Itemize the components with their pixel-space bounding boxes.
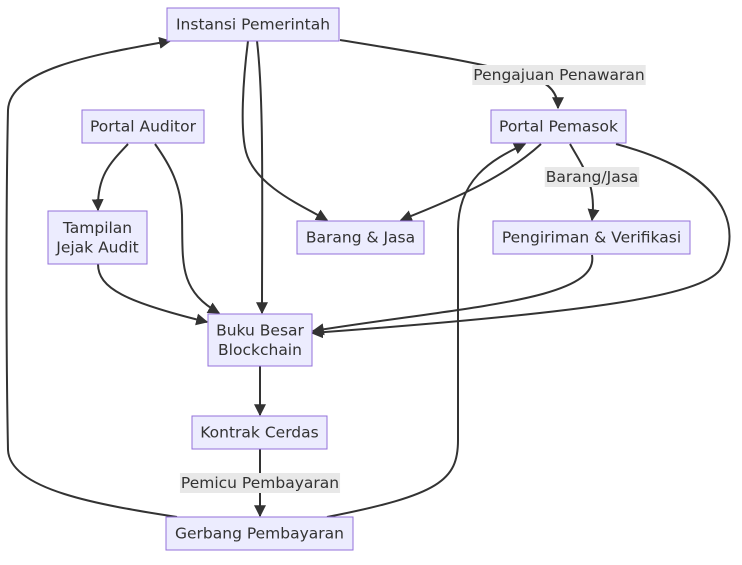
node-instansi: Instansi Pemerintah bbox=[166, 7, 340, 42]
node-box bbox=[81, 109, 205, 144]
node-kontrak: Kontrak Cerdas bbox=[191, 415, 328, 450]
edge-label-kontrak-to-gerbang: Pemicu Pembayaran bbox=[179, 473, 341, 493]
edge-instansi-to-buku bbox=[256, 40, 269, 315]
edge-line bbox=[241, 40, 329, 221]
edge-line bbox=[154, 143, 221, 314]
node-auditor: Portal Auditor bbox=[81, 109, 205, 144]
node-box bbox=[490, 109, 627, 144]
edge-kirim-to-buku bbox=[311, 254, 594, 336]
edge-line bbox=[91, 143, 129, 212]
edges-layer bbox=[5, 36, 731, 518]
node-label: Barang & Jasa bbox=[306, 229, 415, 247]
node-barang: Barang & Jasa bbox=[296, 220, 425, 255]
edge-label-text: Barang/Jasa bbox=[546, 168, 639, 186]
node-label: Jejak Audit bbox=[55, 238, 138, 256]
edge-line bbox=[97, 263, 209, 326]
edge-line bbox=[326, 143, 527, 518]
edge-auditor-to-jejak bbox=[91, 143, 129, 212]
edge-instansi-to-barang bbox=[241, 40, 329, 221]
edge-label-instansi-to-pemasok: Pengajuan Penawaran bbox=[472, 65, 646, 85]
node-box bbox=[207, 313, 313, 367]
edge-label-text: Pemicu Pembayaran bbox=[181, 474, 339, 492]
edge-line bbox=[399, 143, 542, 222]
node-box bbox=[165, 516, 354, 551]
edge-line bbox=[5, 36, 178, 518]
edge-jejak-to-buku bbox=[97, 263, 209, 326]
edge-label-pemasok-to-kirim: Barang/Jasa bbox=[544, 167, 640, 187]
node-label: Gerbang Pembayaran bbox=[175, 525, 344, 543]
node-pemasok: Portal Pemasok bbox=[490, 109, 627, 144]
node-label: Tampilan bbox=[62, 219, 132, 237]
node-box bbox=[296, 220, 425, 255]
edge-label-background bbox=[544, 167, 640, 187]
edge-line bbox=[310, 143, 731, 339]
node-box bbox=[191, 415, 328, 450]
node-gerbang: Gerbang Pembayaran bbox=[165, 516, 354, 551]
node-label: Buku Besar bbox=[216, 321, 304, 339]
node-label: Portal Pemasok bbox=[499, 118, 618, 136]
node-kirim: Pengiriman & Verifikasi bbox=[492, 220, 691, 255]
node-box bbox=[47, 210, 148, 265]
edge-line bbox=[311, 254, 594, 336]
edge-pemasok-to-buku bbox=[310, 143, 731, 339]
edge-label-background bbox=[472, 65, 646, 85]
edge-line bbox=[256, 40, 269, 315]
edge-auditor-to-buku bbox=[154, 143, 221, 314]
node-label: Portal Auditor bbox=[90, 118, 197, 136]
node-box bbox=[166, 7, 340, 42]
node-label: Pengiriman & Verifikasi bbox=[502, 229, 681, 247]
edge-label-text: Pengajuan Penawaran bbox=[473, 66, 644, 84]
node-label: Kontrak Cerdas bbox=[200, 424, 318, 442]
node-label: Instansi Pemerintah bbox=[176, 16, 330, 34]
edge-label-background bbox=[179, 473, 341, 493]
edge-pemasok-to-barang bbox=[399, 143, 542, 222]
edge-gerbang-to-pemasok bbox=[326, 143, 527, 518]
node-label: Blockchain bbox=[218, 341, 302, 359]
node-box bbox=[492, 220, 691, 255]
edge-gerbang-to-instansi bbox=[5, 36, 178, 518]
